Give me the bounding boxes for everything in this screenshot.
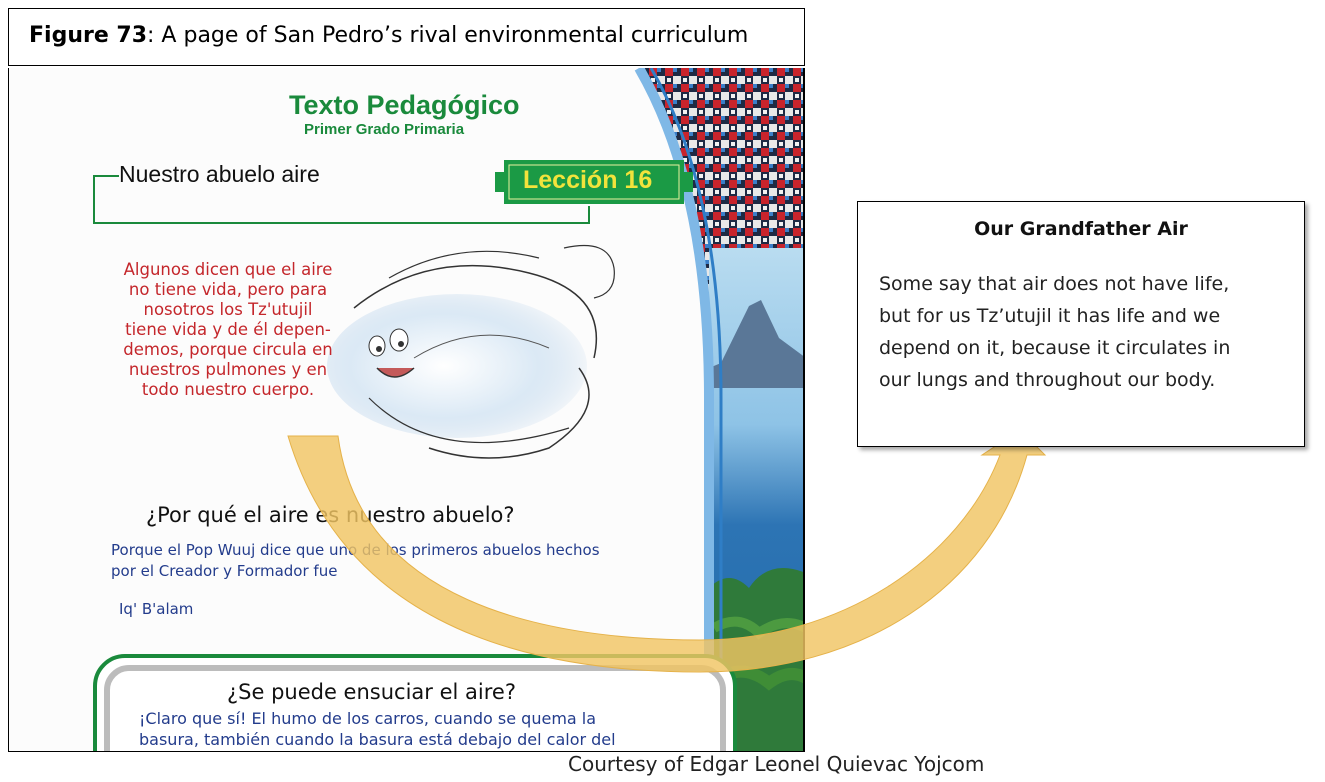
lesson-title: Nuestro abuelo aire: [119, 161, 320, 187]
answer-1-line: Porque el Pop Wuuj dice que uno de los p…: [111, 541, 600, 559]
translation-line: but for us Tz’utujil it has life and we: [879, 305, 1221, 327]
answer-2-line: basura, también cuando la basura está de…: [139, 730, 616, 749]
intro-line: no tiene vida, pero para: [128, 280, 328, 299]
header-subtitle: Primer Grado Primaria: [304, 121, 465, 138]
figure-label: Figure 73: [29, 23, 148, 48]
intro-line: Algunos dicen que el aire: [123, 260, 333, 279]
translation-box: Our Grandfather Air Some say that air do…: [857, 201, 1305, 447]
translation-line: our lungs and throughout our body.: [879, 369, 1216, 391]
intro-line: nuestros pulmones y en: [128, 360, 328, 379]
translation-line: depend on it, because it circulates in: [879, 337, 1231, 359]
answer-1: Porque el Pop Wuuj dice que uno de los p…: [111, 540, 600, 582]
lesson-badge: Lección 16: [523, 166, 653, 194]
intro-line: demos, porque circula en: [123, 340, 333, 359]
translation-line: Some say that air does not have life,: [879, 273, 1230, 295]
answer-1-line: por el Creador y Formador fue: [111, 562, 338, 580]
translation-body: Some say that air does not have life, bu…: [879, 268, 1294, 396]
figure-caption: Figure 73: A page of San Pedro’s rival e…: [8, 8, 805, 66]
figure-caption-text: : A page of San Pedro’s rival environmen…: [147, 23, 749, 48]
question-2: ¿Se puede ensuciar el aire?: [227, 680, 516, 704]
intro-line: tiene vida y de él depen-: [125, 320, 331, 339]
translation-title: Our Grandfather Air: [974, 218, 1188, 240]
answer-2: ¡Claro que sí! El humo de los carros, cu…: [139, 708, 616, 750]
textbook-page: Texto Pedagógico Primer Grado Primaria N…: [8, 68, 805, 752]
intro-line: todo nuestro cuerpo.: [141, 380, 315, 399]
intro-paragraph: Algunos dicen que el aire no tiene vida,…: [93, 260, 363, 400]
question-1: ¿Por qué el aire es nuestro abuelo?: [146, 503, 515, 527]
answer-2-line: ¡Claro que sí! El humo de los carros, cu…: [139, 709, 597, 728]
intro-line: nosotros los Tz'utujil: [143, 300, 313, 319]
header-title: Texto Pedagógico: [289, 90, 520, 120]
image-credit: Courtesy of Edgar Leonel Quievac Yojcom: [568, 752, 985, 776]
answer-1-name: Iq' B'alam: [119, 600, 194, 618]
